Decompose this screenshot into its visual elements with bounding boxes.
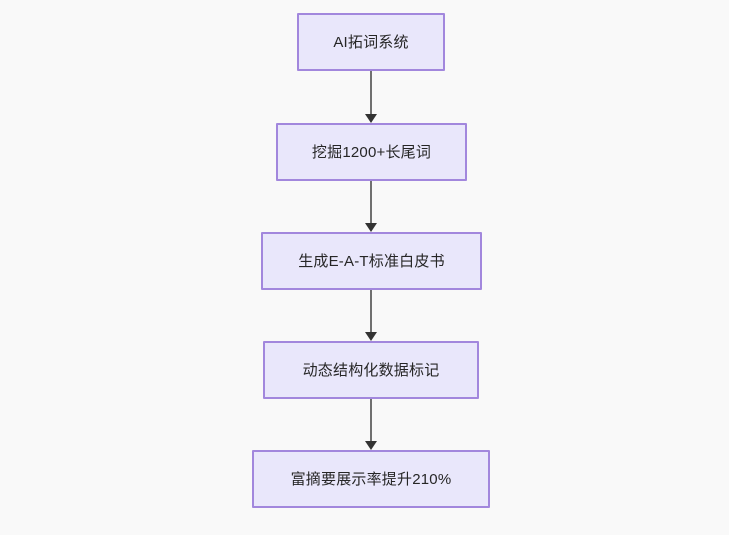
edge-line [370, 399, 372, 442]
edge-n1-n2 [362, 71, 380, 123]
arrowhead-icon [365, 441, 377, 450]
flow-node-eat-whitepaper[interactable]: 生成E-A-T标准白皮书 [261, 232, 482, 290]
edge-n3-n4 [362, 290, 380, 341]
edge-n2-n3 [362, 181, 380, 232]
edge-line [370, 181, 372, 224]
flow-node-structured-data[interactable]: 动态结构化数据标记 [263, 341, 479, 399]
edge-line [370, 290, 372, 333]
flow-node-longtail-mining[interactable]: 挖掘1200+长尾词 [276, 123, 467, 181]
arrowhead-icon [365, 223, 377, 232]
flow-node-ai-keyword-system[interactable]: AI拓词系统 [297, 13, 445, 71]
edge-line [370, 71, 372, 115]
arrowhead-icon [365, 114, 377, 123]
arrowhead-icon [365, 332, 377, 341]
edge-n4-n5 [362, 399, 380, 450]
flow-node-rich-snippet-result[interactable]: 富摘要展示率提升210% [252, 450, 490, 508]
